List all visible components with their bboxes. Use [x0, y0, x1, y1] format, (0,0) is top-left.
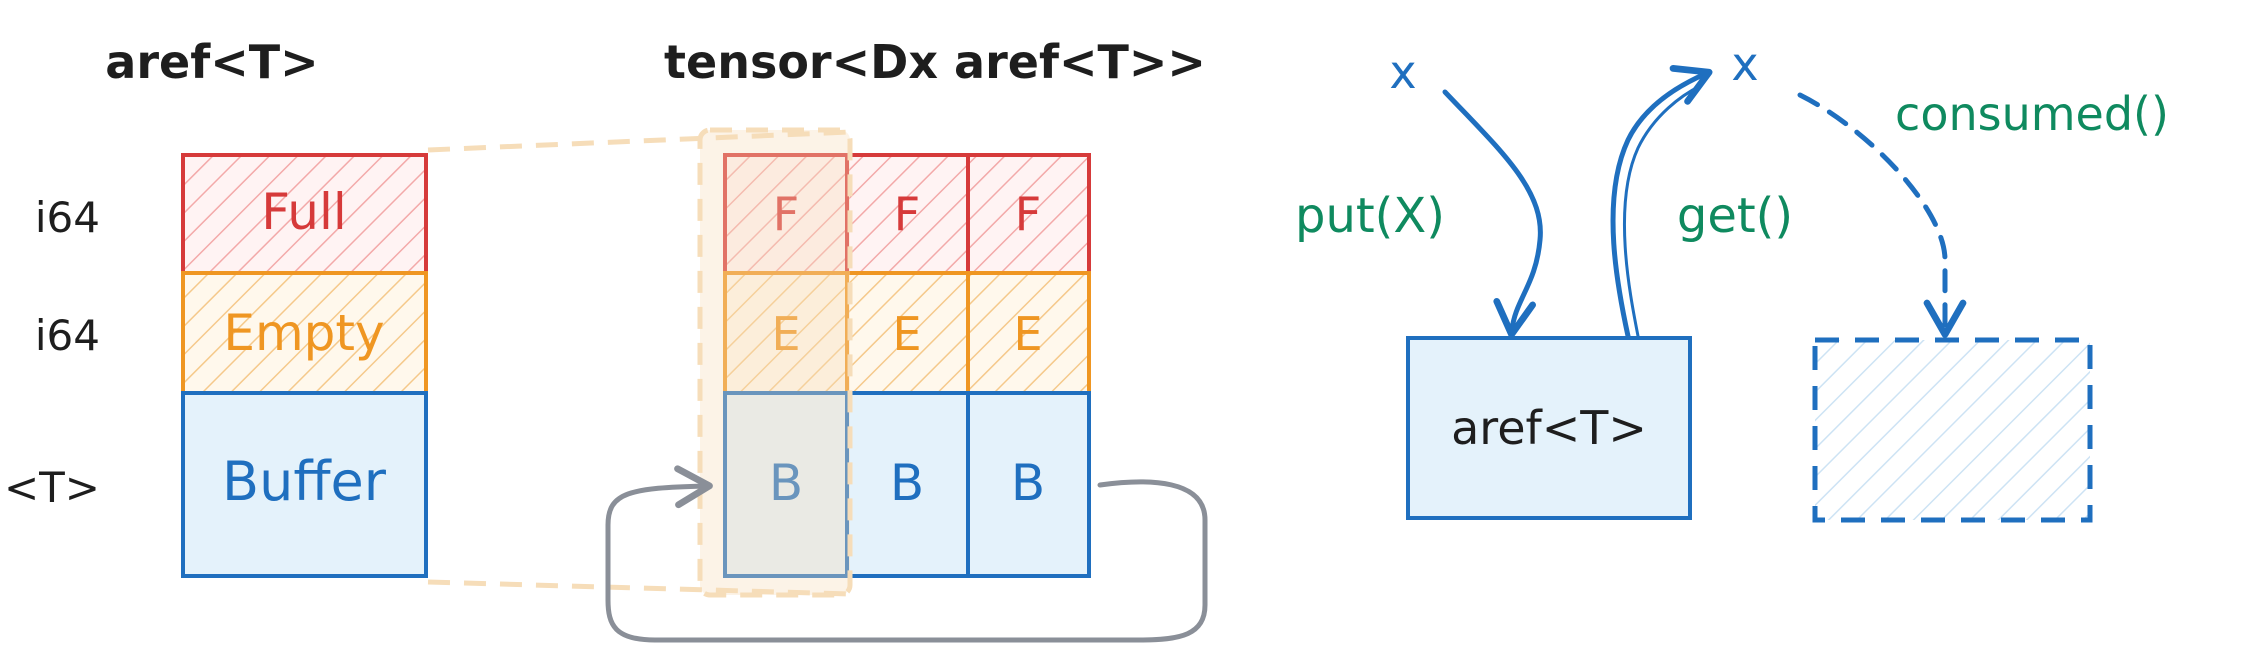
field-buffer-label: Buffer [222, 450, 387, 513]
tensor-cell-buffer-1 [845, 391, 970, 578]
tensor-cell-buffer-2 [966, 391, 1091, 578]
tensor-empty-label-1: E [892, 307, 921, 361]
row-type-buffer: <T> [4, 463, 100, 512]
aref-title: aref<T> [105, 35, 318, 89]
tensor-empty-label-2: E [1013, 307, 1042, 361]
field-full-box [181, 153, 428, 275]
put-label: put(X) [1295, 188, 1445, 244]
get-label: get() [1677, 188, 1793, 244]
tensor-cell-full-2 [966, 153, 1091, 275]
highlighted-column [697, 127, 853, 598]
get-arrow-sketch-stroke [1622, 84, 1702, 338]
consumed-label: consumed() [1895, 87, 2169, 141]
tensor-empty-label-0: E [771, 307, 800, 361]
tensor-cell-empty-2 [966, 271, 1091, 395]
tensor-full-label-1: F [894, 187, 920, 241]
tensor-cell-buffer-0 [723, 391, 849, 578]
tensor-buffer-label-0: B [769, 454, 803, 512]
aref-box-label: aref<T> [1451, 401, 1647, 455]
consumed-arrow [1797, 92, 1967, 338]
row-type-full: i64 [35, 193, 100, 242]
consumed-box [1812, 337, 2093, 523]
field-buffer-box [181, 391, 428, 578]
tensor-full-label-0: F [773, 187, 799, 241]
tensor-cell-empty-1 [845, 271, 970, 395]
field-empty-box [181, 271, 428, 395]
x-left-label: x [1389, 45, 1416, 99]
put-arrow [1442, 89, 1543, 338]
tensor-full-label-2: F [1015, 187, 1041, 241]
get-arrow [1610, 65, 1713, 339]
tensor-buffer-label-2: B [1011, 454, 1045, 512]
tensor-title: tensor<Dx aref<T>> [664, 35, 1206, 89]
ring-loop-arrow [605, 465, 1208, 643]
x-right-label: x [1731, 37, 1758, 91]
aref-box [1406, 336, 1692, 520]
tensor-buffer-label-1: B [890, 454, 924, 512]
field-empty-label: Empty [223, 304, 384, 362]
row-type-empty: i64 [35, 311, 100, 360]
field-full-label: Full [261, 183, 347, 241]
